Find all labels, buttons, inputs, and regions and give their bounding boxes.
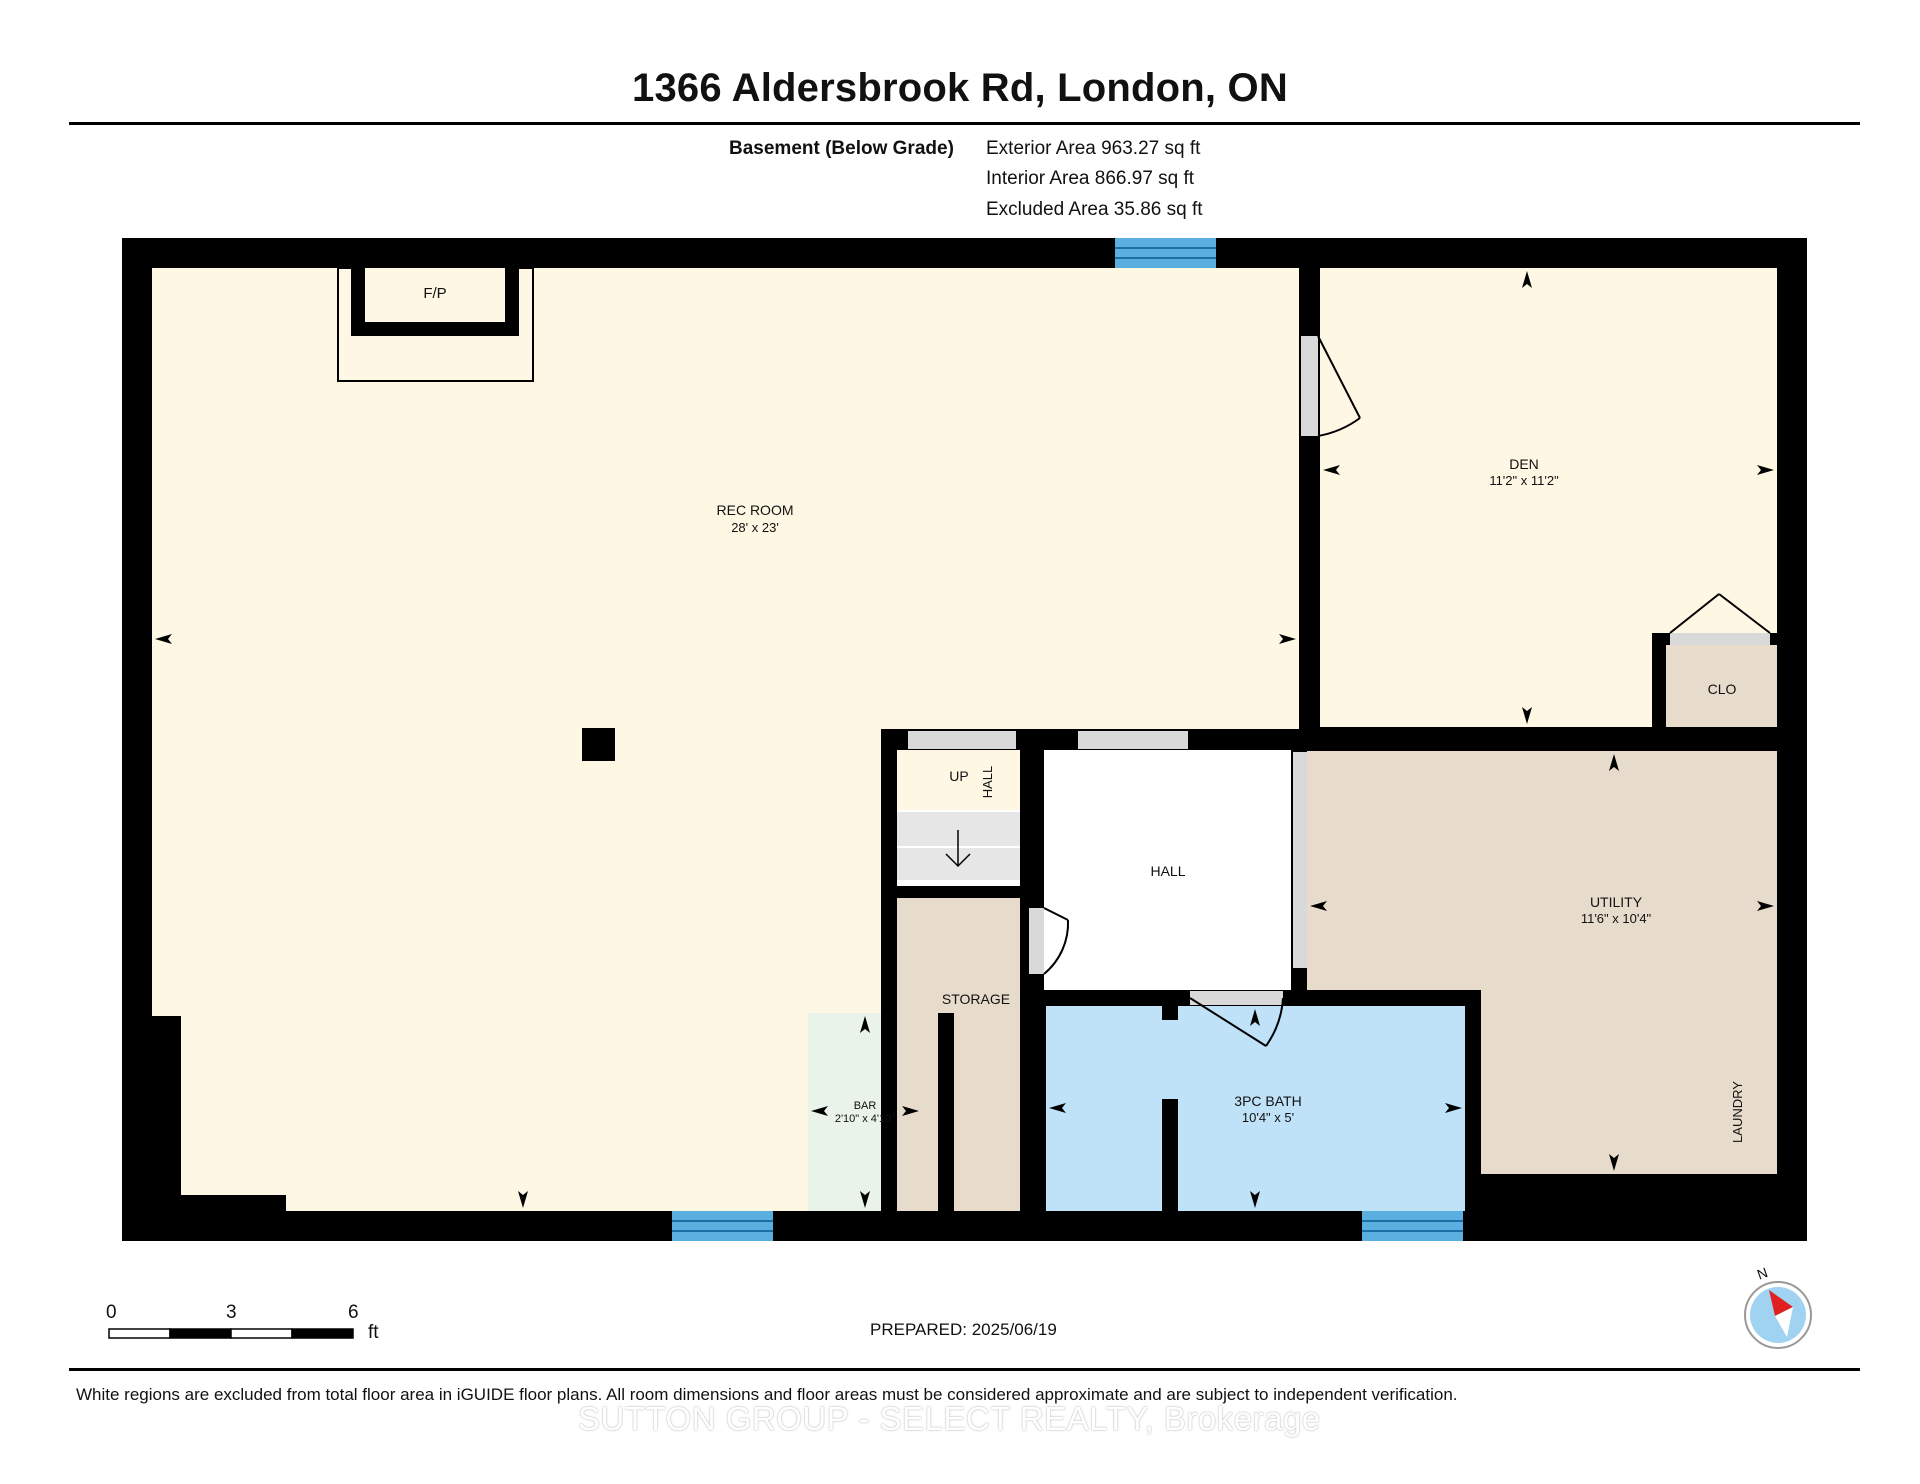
bath-door <box>1189 997 1284 1047</box>
den-door <box>1301 335 1361 437</box>
den-dims: 11'2" x 11'2" <box>1489 473 1559 488</box>
dimension-markers <box>155 271 1774 1208</box>
closet-label: CLO <box>1708 681 1737 697</box>
window-top <box>1115 238 1216 268</box>
bath-opening <box>1190 991 1283 1005</box>
scale-label-6: 6 <box>348 1302 359 1323</box>
prepared-date: PREPARED: 2025/06/19 <box>870 1320 1057 1339</box>
header-rule <box>69 122 1860 125</box>
level-name: Basement (Below Grade) <box>729 138 954 159</box>
hall-floor <box>1044 750 1291 990</box>
den-label: DEN <box>1509 456 1539 472</box>
excluded-area: Excluded Area 35.86 sq ft <box>986 199 1203 220</box>
footnote: White regions are excluded from total fl… <box>76 1385 1458 1404</box>
scale-unit: ft <box>368 1322 379 1343</box>
bath-dims: 10'4" x 5' <box>1242 1110 1294 1125</box>
page-title: 1366 Aldersbrook Rd, London, ON <box>632 66 1288 110</box>
hall-opening <box>1078 731 1188 749</box>
stair-up-label: UP <box>949 768 968 784</box>
compass-icon <box>1744 1281 1812 1349</box>
utility-floor <box>1307 751 1777 1174</box>
scale-label-0: 0 <box>106 1302 117 1323</box>
window-bottom-right <box>1362 1211 1463 1241</box>
bar-label: BAR <box>854 1100 877 1112</box>
closet-floor <box>1666 645 1777 727</box>
storage-door <box>1029 907 1070 975</box>
rec-room-floor <box>152 268 1299 1211</box>
rec-room-label: REC ROOM <box>717 502 794 518</box>
utility-opening <box>1293 752 1307 968</box>
scale-label-3: 3 <box>226 1302 237 1323</box>
stair-opening <box>908 731 1016 749</box>
brokerage-watermark: SUTTON GROUP - SELECT REALTY, Brokerage <box>578 1400 1321 1437</box>
closet-door <box>1669 593 1771 634</box>
closet-opening <box>1670 633 1770 645</box>
laundry-label: LAUNDRY <box>1730 1081 1745 1143</box>
fireplace-label: F/P <box>423 285 446 302</box>
hall-label: HALL <box>1150 863 1185 879</box>
scale-bar <box>108 1328 354 1339</box>
utility-dims: 11'6" x 10'4" <box>1581 911 1652 926</box>
stair-hall-label: HALL <box>980 766 995 799</box>
exterior-area: Exterior Area 963.27 sq ft <box>986 138 1201 159</box>
bar-dims: 2'10" x 4'10" <box>835 1113 895 1125</box>
compass-north-label: N <box>1755 1264 1770 1282</box>
window-bottom-left <box>672 1211 773 1241</box>
rec-room-dims: 28' x 23' <box>731 520 779 535</box>
utility-label: UTILITY <box>1590 894 1643 910</box>
stair-down-arrow <box>945 830 971 868</box>
interior-area: Interior Area 866.97 sq ft <box>986 168 1195 189</box>
storage-label: STORAGE <box>942 991 1010 1007</box>
support-column <box>582 728 615 761</box>
footer-rule <box>69 1368 1860 1371</box>
bath-label: 3PC BATH <box>1234 1093 1301 1109</box>
